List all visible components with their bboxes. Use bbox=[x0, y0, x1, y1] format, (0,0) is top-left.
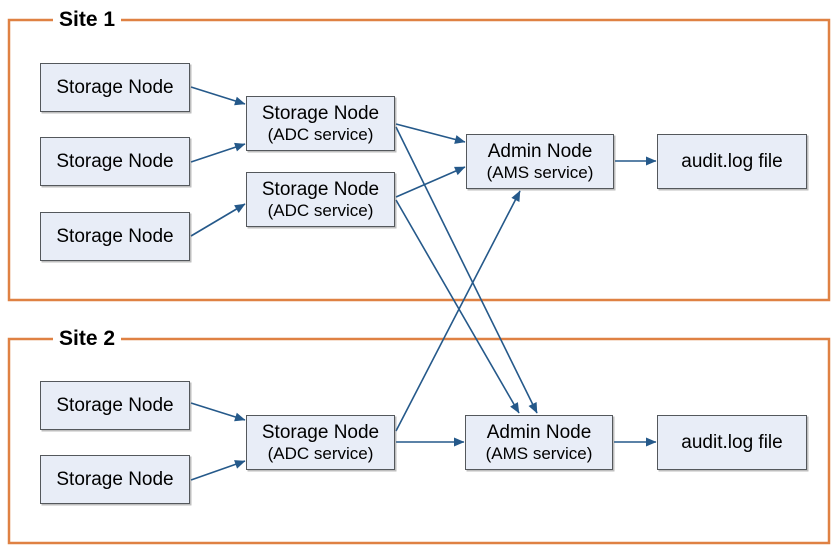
node-label: Storage Node bbox=[56, 150, 174, 172]
node-label: audit.log file bbox=[681, 150, 783, 172]
edge-s1adc1-to-s1admin bbox=[395, 123, 466, 144]
node-label: Storage Node bbox=[56, 468, 174, 490]
edge-s1adc2-to-s1admin bbox=[395, 166, 466, 198]
node-label: Storage Node bbox=[261, 422, 380, 444]
edge-s1sn1-to-s1adc1 bbox=[190, 86, 246, 106]
edge-s1adc2-to-s2admin bbox=[395, 199, 520, 414]
site2-adc-node-1: Storage Node (ADC service) bbox=[246, 415, 395, 470]
edge-s1sn3-to-s1adc2 bbox=[190, 203, 246, 237]
site2-frame bbox=[7, 337, 831, 545]
node-label: Storage Node bbox=[261, 103, 380, 125]
node-sublabel: (AMS service) bbox=[486, 162, 594, 182]
node-label: audit.log file bbox=[681, 431, 783, 453]
node-sublabel: (AMS service) bbox=[485, 443, 593, 463]
site1-label: Site 1 bbox=[53, 8, 122, 32]
site2-storage-node-1: Storage Node bbox=[40, 381, 190, 430]
site1-storage-node-1: Storage Node bbox=[40, 63, 190, 112]
node-label: Storage Node bbox=[261, 179, 380, 201]
node-label: Storage Node bbox=[56, 76, 174, 98]
site2-admin-node: Admin Node (AMS service) bbox=[465, 415, 613, 470]
edge-s2sn2-to-s2adc bbox=[190, 460, 246, 481]
node-label: Storage Node bbox=[56, 225, 174, 247]
site1-adc-node-1: Storage Node (ADC service) bbox=[246, 96, 395, 151]
site1-admin-node: Admin Node (AMS service) bbox=[466, 134, 614, 189]
node-sublabel: (ADC service) bbox=[267, 200, 374, 220]
edge-s2sn1-to-s2adc bbox=[190, 402, 246, 422]
node-label: Admin Node bbox=[486, 422, 592, 444]
edge-s2adc-to-s1admin bbox=[395, 190, 521, 432]
node-label: Storage Node bbox=[56, 394, 174, 416]
node-sublabel: (ADC service) bbox=[267, 443, 374, 463]
edge-s1sn2-to-s1adc1 bbox=[190, 142, 246, 163]
edge-s1adc1-to-s2admin bbox=[395, 126, 538, 414]
site1-frame bbox=[7, 18, 831, 302]
site1-storage-node-3: Storage Node bbox=[40, 212, 190, 261]
site2-audit-file: audit.log file bbox=[657, 415, 807, 470]
node-label: Admin Node bbox=[487, 141, 593, 163]
site1-adc-node-2: Storage Node (ADC service) bbox=[246, 172, 395, 227]
site2-storage-node-2: Storage Node bbox=[40, 455, 190, 504]
site2-label: Site 2 bbox=[53, 327, 122, 351]
site1-storage-node-2: Storage Node bbox=[40, 137, 190, 186]
node-sublabel: (ADC service) bbox=[267, 124, 374, 144]
site1-audit-file: audit.log file bbox=[657, 134, 807, 189]
